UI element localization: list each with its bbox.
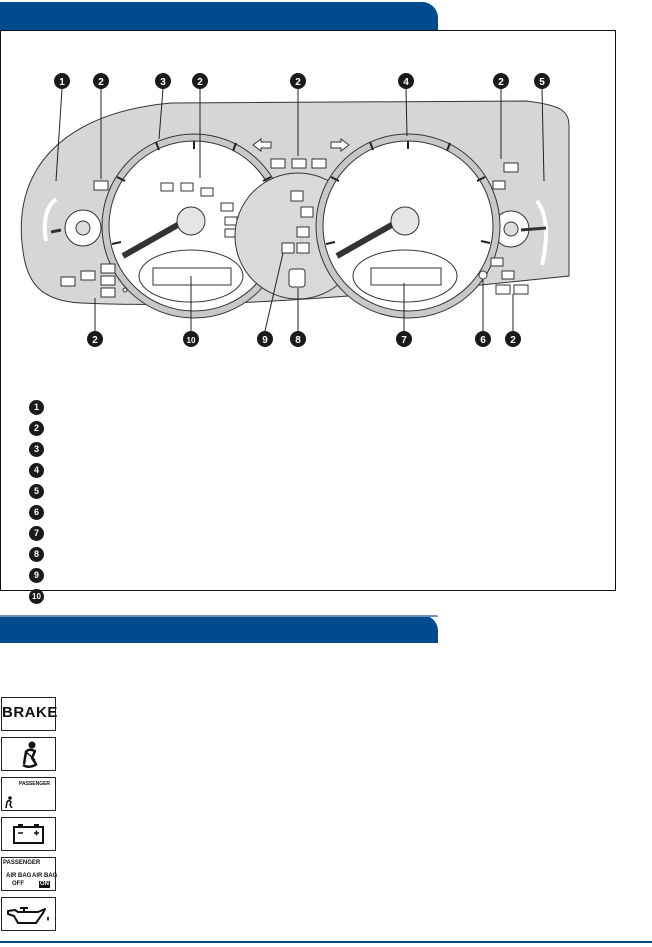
passenger-seatbelt-label: PASSENGER	[19, 781, 51, 787]
legend-number: 1	[29, 400, 44, 415]
legend-number: 3	[29, 442, 44, 457]
legend-number: 2	[29, 421, 44, 436]
callout-top-1: 1	[59, 77, 65, 88]
callout-top-3: 3	[160, 77, 166, 88]
callout-top-4: 2	[197, 77, 203, 88]
callout-bottom-6: 6	[480, 335, 486, 346]
legend-number: 5	[29, 484, 44, 499]
callout-bottom-4: 8	[295, 335, 301, 346]
airbag-on-label-line1: AIR BAG	[32, 873, 58, 879]
callout-bottom-7: 2	[510, 335, 516, 346]
legend-number: 6	[29, 505, 44, 520]
callout-bottom-1: 2	[92, 335, 98, 346]
instrument-cluster-illustration: 1 2 3 2 2 4 2 5 2 10 9 8 7 6 2	[20, 73, 570, 347]
instrument-cluster-figure: 1 2 3 2 2 4 2 5 2 10 9 8 7 6 2 1 2 3 4 5…	[0, 30, 616, 604]
brake-label: BRAKE	[2, 704, 58, 721]
callout-top-6: 4	[403, 77, 409, 88]
callout-top-8: 5	[539, 77, 545, 88]
passenger-seatbelt-icon: PASSENGER	[1, 777, 56, 811]
callout-bottom-3: 9	[262, 335, 268, 346]
callout-bottom-5: 7	[401, 335, 407, 346]
callout-bottom-2: 10	[187, 336, 196, 345]
section-header-banner-warning-lights	[0, 615, 438, 643]
callout-legend: 1 2 3 4 5 6 7 8 9 10	[29, 397, 44, 607]
speedometer	[315, 133, 501, 319]
oil-pressure-icon	[1, 897, 56, 931]
tachometer	[101, 133, 287, 319]
fuel-gauge	[42, 197, 102, 247]
legend-number: 9	[29, 568, 44, 583]
legend-number: 10	[29, 589, 44, 604]
passenger-airbag-icon: PASSENGER AIR BAG OFF AIR BAG ON	[1, 857, 58, 891]
legend-number: 7	[29, 526, 44, 541]
airbag-off-label-line1: AIR BAG	[6, 873, 32, 879]
brake-warning-icon: BRAKE	[1, 697, 58, 731]
airbag-off-label-line2: OFF	[12, 881, 24, 887]
legend-number: 8	[29, 547, 44, 562]
legend-number: 4	[29, 463, 44, 478]
battery-warning-icon	[1, 817, 56, 851]
seatbelt-warning-icon	[1, 737, 56, 771]
page-bottom-rule	[0, 941, 652, 943]
section-header-banner-top	[0, 2, 438, 30]
callout-top-5: 2	[295, 77, 301, 88]
callout-top-7: 2	[498, 77, 504, 88]
airbag-passenger-label: PASSENGER	[3, 860, 41, 866]
temperature-gauge	[492, 199, 548, 266]
callout-top-2: 2	[98, 77, 104, 88]
airbag-on-label-line2: ON	[39, 881, 50, 888]
